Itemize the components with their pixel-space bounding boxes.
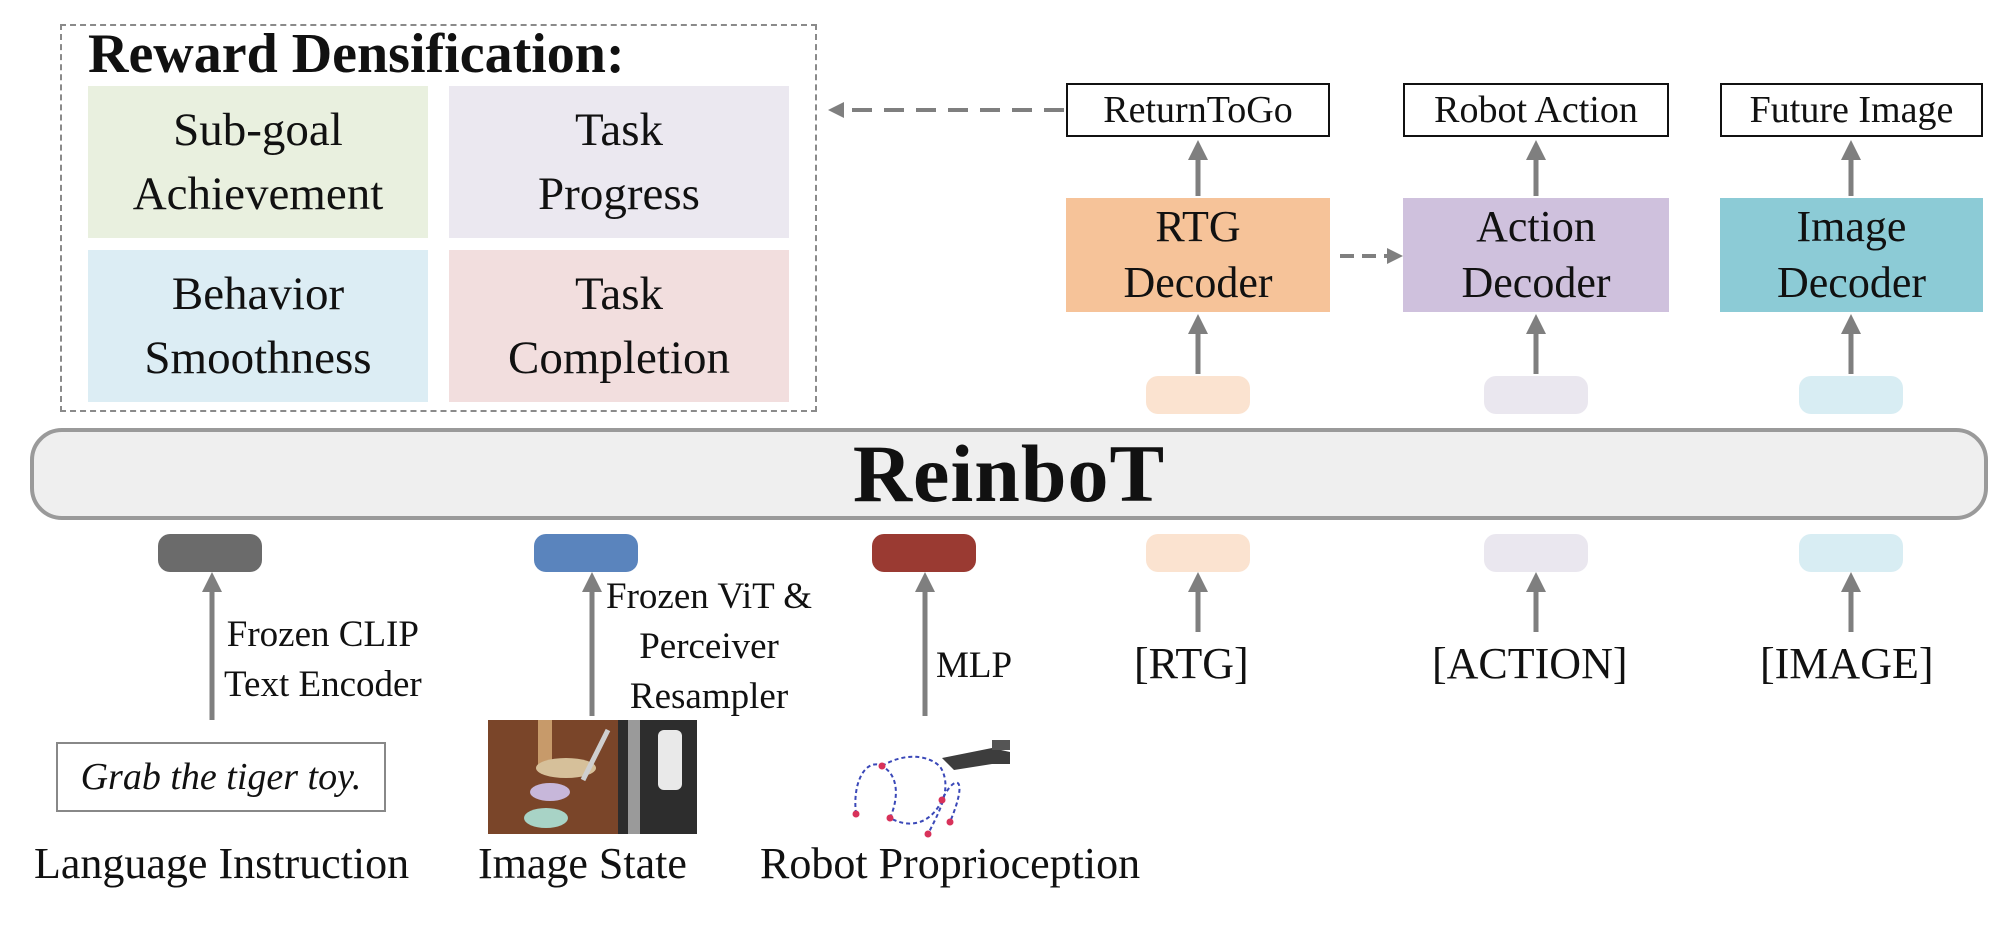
reward-cell-line: Achievement (132, 168, 384, 220)
mlp-encoder-label: MLP (936, 645, 1013, 686)
clip-encoder-label: Frozen CLIP Text Encoder (224, 610, 422, 710)
model-name: ReinboT (852, 428, 1166, 519)
reward-panel-title: Reward Densification: (88, 23, 625, 85)
reward-cell-line: Task (574, 104, 664, 156)
reward-cell-line: Smoothness (144, 332, 372, 384)
encoder-line: Frozen ViT & (606, 576, 813, 617)
robot-proprioception-plot (842, 730, 1012, 840)
action-input-token (1484, 534, 1588, 572)
reward-cell-line: Progress (538, 168, 700, 220)
reward-densification-panel (60, 24, 817, 412)
reward-cell-line: Behavior (171, 268, 345, 320)
language-instruction-box: Grab the tiger toy. (56, 742, 386, 812)
action-placeholder-label: [ACTION] (1432, 639, 1628, 688)
output-returntogo: ReturnToGo (1066, 83, 1330, 137)
decoder-line: Decoder (1123, 258, 1273, 307)
caption-image-state: Image State (478, 839, 687, 888)
image-input-token (1799, 534, 1903, 572)
image-output-token (1799, 376, 1903, 414)
image-token (534, 534, 638, 572)
caption-robot-proprioception: Robot Proprioception (760, 839, 1141, 888)
vit-encoder-label: Frozen ViT & Perceiver Resampler (606, 572, 812, 722)
encoder-line: Frozen CLIP (226, 614, 419, 655)
image-state-photo (488, 720, 697, 834)
encoder-line: Resampler (629, 676, 789, 717)
caption-language-instruction: Language Instruction (34, 839, 410, 888)
rtg-input-token (1146, 534, 1250, 572)
rtg-decoder: RTG Decoder (1066, 198, 1330, 312)
image-placeholder-label: [IMAGE] (1760, 639, 1934, 688)
decoder-line: RTG (1155, 202, 1241, 251)
rtg-placeholder-label: [RTG] (1134, 639, 1249, 688)
encoder-line: Perceiver (639, 626, 779, 667)
action-output-token (1484, 376, 1588, 414)
robot-table-photo (488, 720, 697, 834)
decoder-line: Action (1476, 202, 1596, 251)
decoder-line: Decoder (1461, 258, 1611, 307)
encoder-line: Text Encoder (224, 664, 422, 705)
output-future-image: Future Image (1720, 83, 1983, 137)
reward-cell-line: Task (574, 268, 664, 320)
reward-cell-line: Sub-goal (173, 104, 343, 156)
language-token (158, 534, 262, 572)
decoder-line: Image (1796, 202, 1907, 251)
reinbot-transformer-bar: ReinboT (30, 428, 1988, 520)
instruction-text: Grab the tiger toy. (80, 756, 362, 798)
output-robot-action: Robot Action (1403, 83, 1669, 137)
decoder-line: Decoder (1776, 258, 1926, 307)
trajectory-plot (852, 740, 1010, 838)
proprio-token (872, 534, 976, 572)
rtg-output-token (1146, 376, 1250, 414)
reward-cell-line: Completion (508, 332, 730, 384)
